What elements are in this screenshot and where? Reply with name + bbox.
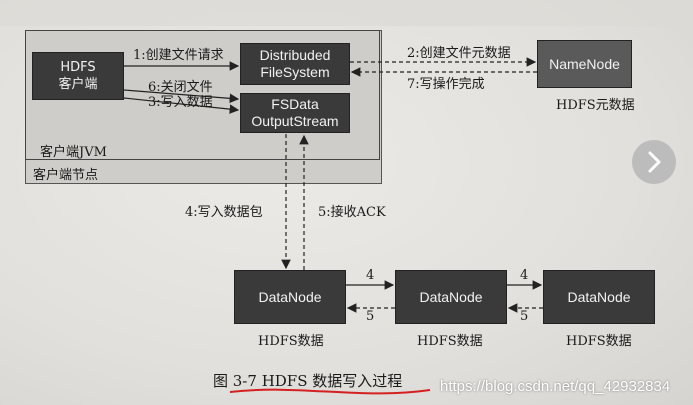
distributed-filesystem-box: Distribuded FileSystem <box>240 43 350 85</box>
step2-label: 2:创建文件元数据 <box>407 46 511 61</box>
hdfs-client-box: HDFS 客户端 <box>32 52 124 100</box>
step3-label: 3:写入数据 <box>148 95 213 110</box>
datanode-1-label: DataNode <box>258 288 322 305</box>
red-underline <box>229 388 431 395</box>
step5-label: 5:接收ACK <box>318 205 386 220</box>
fsdata-outputstream-box: FSData OutputStream <box>240 93 350 133</box>
client-jvm-region <box>25 30 380 160</box>
figure-caption: 图 3-7 HDFS 数据写入过程 <box>213 372 403 390</box>
datanode-2-box: DataNode <box>395 270 507 324</box>
datanode-3-label: DataNode <box>567 288 631 305</box>
client-jvm-label: 客户端JVM <box>40 145 107 160</box>
distributed-fs-line1: Distribuded <box>259 47 331 63</box>
namenode-box: NameNode <box>537 40 632 88</box>
page-top-strip <box>0 0 693 26</box>
datanode-1-caption: HDFS数据 <box>258 334 324 349</box>
datanode-3-box: DataNode <box>543 270 655 324</box>
next-button[interactable] <box>632 140 676 184</box>
datanode-1-box: DataNode <box>234 270 346 324</box>
datanode-2-caption: HDFS数据 <box>417 334 483 349</box>
dn-arrow-5a-label: 5 <box>366 309 375 324</box>
client-node-label: 客户端节点 <box>33 168 99 183</box>
dn-arrow-4a-label: 4 <box>366 268 375 283</box>
fsdata-line2: OutputStream <box>251 113 339 129</box>
dn-arrow-5b-label: 5 <box>520 309 529 324</box>
arrow-step3 <box>123 97 240 114</box>
namenode-caption: HDFS元数据 <box>556 98 635 113</box>
fsdata-line1: FSData <box>271 96 319 112</box>
step1-label: 1:创建文件请求 <box>133 48 224 63</box>
distributed-fs-line2: FileSystem <box>260 64 330 80</box>
datanode-2-label: DataNode <box>419 288 483 305</box>
dn-arrow-4b-label: 4 <box>520 268 529 283</box>
chevron-right-icon <box>648 151 661 173</box>
arrow-step6 <box>123 89 240 104</box>
step7-label: 7:写操作完成 <box>407 77 485 92</box>
step4-label: 4:写入数据包 <box>185 205 263 220</box>
watermark: https://blog.csdn.net/qq_42932834 <box>440 378 671 395</box>
datanode-3-caption: HDFS数据 <box>566 334 632 349</box>
hdfs-client-line1: HDFS <box>60 60 96 75</box>
hdfs-client-line2: 客户端 <box>58 77 98 92</box>
step6-label: 6:关闭文件 <box>148 80 213 95</box>
namenode-label: NameNode <box>549 55 620 72</box>
